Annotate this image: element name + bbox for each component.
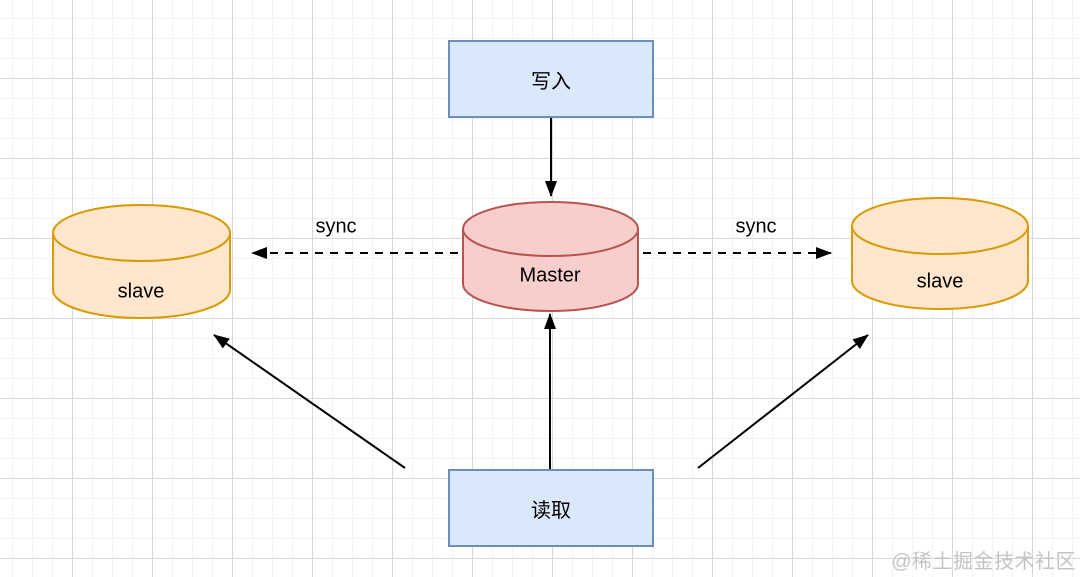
- master-node-label: Master: [519, 264, 581, 287]
- left-slave-cylinder-rim: [52, 232, 231, 262]
- left-slave-cylinder: [52, 204, 231, 319]
- write-node: 写入: [448, 40, 654, 118]
- edge-read-to-right-slave-arrow: [697, 334, 869, 469]
- right-slave-cylinder: [851, 197, 1029, 310]
- sync-left-edge-label: sync: [315, 215, 357, 238]
- sync-right-edge-label: sync: [735, 215, 777, 238]
- master-cylinder-rim: [462, 228, 639, 257]
- master-cylinder: [462, 201, 639, 312]
- read-node-label: 读取: [531, 499, 571, 522]
- write-node-label: 写入: [531, 70, 571, 93]
- right-slave-cylinder-rim: [851, 225, 1029, 255]
- left-slave-node-label: slave: [117, 280, 165, 303]
- read-node: 读取: [448, 469, 654, 547]
- watermark: @稀土掘金技术社区: [891, 551, 1076, 573]
- edge-read-to-left-slave-arrow: [213, 334, 406, 469]
- right-slave-node-label: slave: [916, 270, 964, 293]
